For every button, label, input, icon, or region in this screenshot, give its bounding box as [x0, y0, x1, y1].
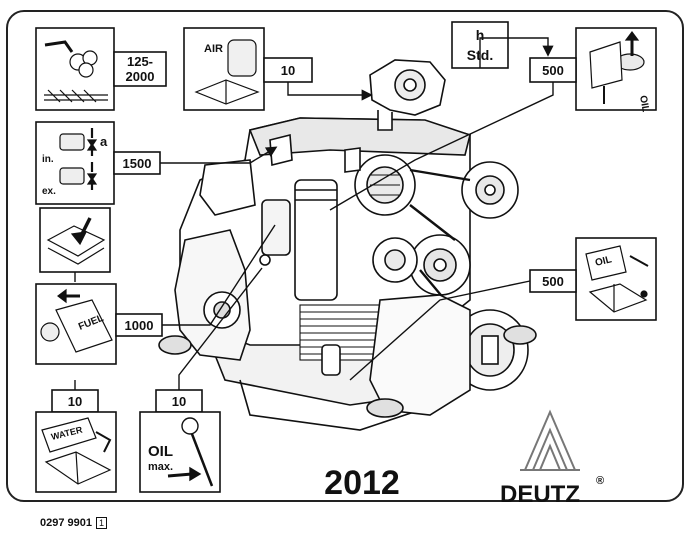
valve-a-label: a	[100, 134, 108, 149]
brand-name: DEUTZ	[500, 481, 580, 508]
diagram-frame	[6, 10, 684, 502]
deutz-logo: DEUTZ ®	[500, 409, 604, 508]
wash-interval-line1: 125-	[127, 54, 153, 69]
air-label: AIR	[204, 43, 223, 55]
brand-registered: ®	[596, 475, 604, 487]
dipstick-oil-label: OIL	[148, 443, 173, 460]
tile-label-group: 125- 2000 10 h Std. 500 1500 1000 500 10…	[42, 27, 651, 502]
dipstick-tile	[139, 411, 221, 493]
page-number: 1	[96, 517, 108, 529]
air-filter-icon	[194, 39, 260, 105]
fuel-filter-icon	[40, 288, 113, 353]
dipstick-max-label: max.	[148, 461, 173, 473]
hours-header-line1: h	[476, 27, 485, 43]
engine-illustration	[158, 59, 537, 431]
coolant-interval: 10	[68, 394, 82, 409]
oil-right-label: OIL	[594, 254, 613, 269]
oil-change-interval: 500	[542, 63, 564, 78]
oil-drain-icon	[589, 31, 645, 104]
valve-ex-label: ex.	[42, 186, 56, 197]
fuel-filter-interval: 1000	[125, 318, 154, 333]
wash-spray-icon	[44, 40, 108, 103]
deutz-emblem-icon	[520, 409, 580, 471]
coolant-bottle-icon	[41, 417, 112, 485]
engine-series: 2012	[324, 464, 400, 502]
dipstick-interval: 10	[172, 394, 186, 409]
hours-header-line2: Std.	[467, 47, 493, 63]
footer: 0297 9901 1	[40, 517, 108, 529]
oil-filter-interval: 500	[542, 274, 564, 289]
oil-change-interval-box	[529, 57, 577, 83]
dipstick-icon	[167, 417, 214, 487]
oil-filter-icon	[585, 245, 649, 313]
manual-book-icon	[46, 217, 106, 265]
valve-clearance-interval: 1500	[123, 156, 152, 171]
air-filter-interval: 10	[281, 63, 295, 78]
wash-interval-box	[113, 51, 167, 87]
valve-icon	[59, 128, 98, 190]
valve-in-label: in.	[42, 154, 54, 165]
wash-interval-line2: 2000	[126, 69, 155, 84]
oil-top-label: OIL	[637, 95, 651, 113]
leader-lines	[74, 37, 554, 390]
document-number: 0297 9901	[40, 517, 92, 529]
